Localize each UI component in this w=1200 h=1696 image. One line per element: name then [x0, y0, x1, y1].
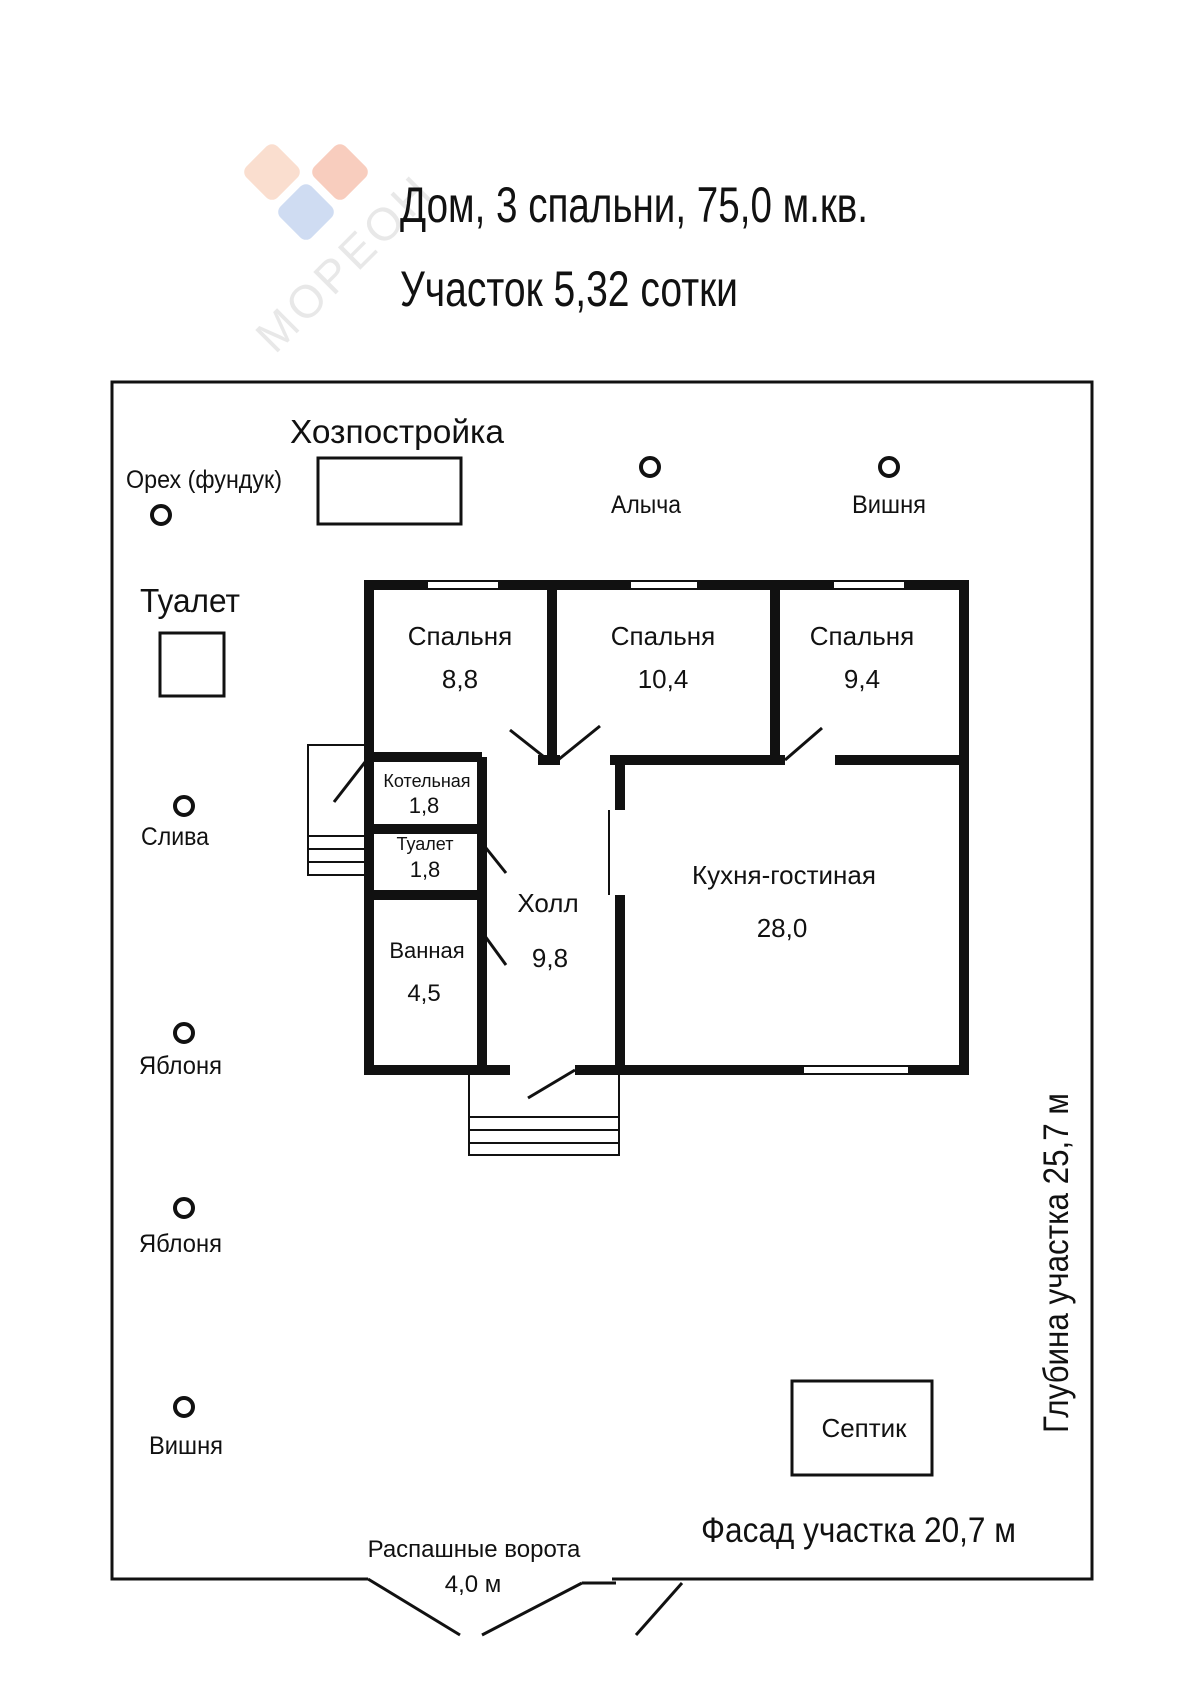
- tree-label-apple-2: Яблоня: [139, 1230, 222, 1258]
- room-bedroom-1-area: 8,8: [442, 664, 478, 694]
- room-bedroom-3-area: 9,4: [844, 664, 880, 694]
- room-hall-name: Холл: [517, 888, 578, 918]
- tree-marker: [173, 795, 195, 817]
- outbuilding-label: Хозпостройка: [290, 413, 505, 450]
- doors: [332, 724, 823, 1100]
- facade-dimension: Фасад участка 20,7 м: [701, 1511, 1016, 1550]
- tree-marker: [150, 504, 172, 526]
- gate-size: 4,0 м: [445, 1571, 502, 1598]
- septic-box: [790, 1379, 934, 1477]
- room-boiler-area: 1,8: [409, 793, 440, 818]
- house-walls: [364, 580, 969, 1075]
- tree-label-hazel: Орех (фундук): [126, 466, 282, 494]
- tree-label-cherry-top: Вишня: [852, 491, 926, 519]
- room-bedroom-3-name: Спальня: [810, 621, 914, 651]
- room-bedroom-2-area: 10,4: [638, 664, 689, 694]
- tree-marker: [639, 456, 661, 478]
- porches: [307, 744, 620, 1156]
- tree-marker: [173, 1396, 195, 1418]
- title-line-2: Участок 5,32 сотки: [400, 261, 738, 317]
- septic-label: Септик: [821, 1413, 907, 1443]
- tree-marker: [878, 456, 900, 478]
- depth-dimension: Глубина участка 25,7 м: [1037, 1093, 1076, 1433]
- room-hall-area: 9,8: [532, 943, 568, 973]
- room-bath-name: Ванная: [389, 938, 464, 963]
- title-line-1: Дом, 3 спальни, 75,0 м.кв.: [400, 177, 868, 233]
- trees: Орех (фундук) Алыча Вишня Слива Яблоня Я…: [126, 456, 926, 1460]
- room-bedroom-2-name: Спальня: [611, 621, 715, 651]
- tree-label-alycha: Алыча: [611, 491, 681, 519]
- room-kitchen-name: Кухня-гостиная: [692, 860, 876, 890]
- watermark-logo: МОРЕОН: [244, 144, 444, 362]
- tree-marker: [173, 1022, 195, 1044]
- tree-label-apple-1: Яблоня: [139, 1052, 222, 1080]
- room-toilet-name: Туалет: [397, 834, 454, 854]
- plot-boundary: [110, 380, 1094, 1637]
- room-boiler-name: Котельная: [383, 771, 470, 791]
- tree-marker: [173, 1197, 195, 1219]
- room-kitchen-area: 28,0: [757, 913, 808, 943]
- gate-label: Распашные ворота: [368, 1536, 581, 1563]
- room-bath-area: 4,5: [407, 980, 440, 1007]
- room-labels: Спальня 8,8 Спальня 10,4 Спальня 9,4 Кот…: [383, 621, 914, 1007]
- room-toilet-area: 1,8: [410, 857, 441, 882]
- outdoor-toilet-box: [158, 631, 226, 698]
- room-bedroom-1-name: Спальня: [408, 621, 512, 651]
- outbuilding-box: [316, 456, 463, 526]
- tree-label-plum: Слива: [141, 823, 209, 851]
- outdoor-toilet-label: Туалет: [140, 582, 240, 619]
- tree-label-cherry-bottom: Вишня: [149, 1432, 223, 1460]
